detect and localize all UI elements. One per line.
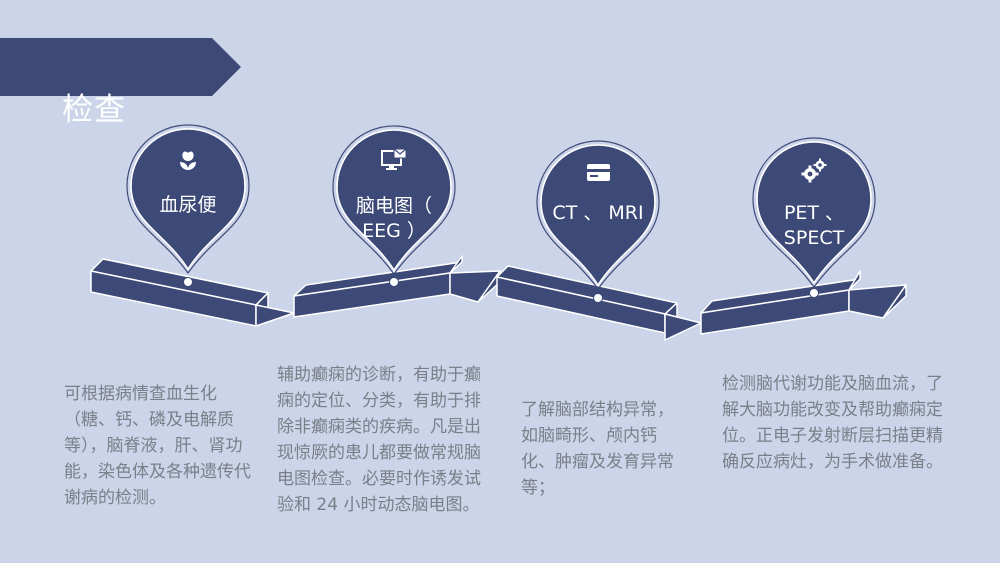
map-pin [332,125,456,287]
pin-label-ct-mri: CT 、 MRI [552,202,644,224]
credit-card-icon [585,161,613,185]
step-description: 检测脑代谢功能及脑血流，了解大脑功能改变及帮助癫痫定位。正电子发射断层扫描更精确… [722,374,943,472]
map-pin [752,137,876,298]
step-description: 辅助癫痫的诊断，有助于癫痫的定位、分类，有助于排除非癫痫类的疾病。凡是出现惊厥的… [277,365,481,515]
step-description: 了解脑部结构异常，如脑畸形、颅内钙化、肿瘤及发育异常等； [521,400,674,498]
map-pin [536,140,660,303]
process-arrow [90,258,295,327]
monitor-mail-icon [380,148,408,172]
process-arrow [496,265,702,341]
map-pin [126,124,250,287]
pin-label-pet-spect: PET 、 SPECT [783,202,845,249]
title-banner: 检查 [0,38,241,128]
gears-icon [800,158,828,183]
pin-label-blood-urine-stool: 血尿便 [159,194,217,216]
flower-icon [174,149,202,173]
page-title: 检查 [62,92,126,128]
process-arrow [700,270,907,335]
pin-label-eeg: 脑电图（ EEG ） [355,195,432,242]
step-description: 可根据病情查血生化（糖、钙、磷及电解质等），脑脊液，肝、肾功能，染色体及各种遗传… [64,384,251,508]
